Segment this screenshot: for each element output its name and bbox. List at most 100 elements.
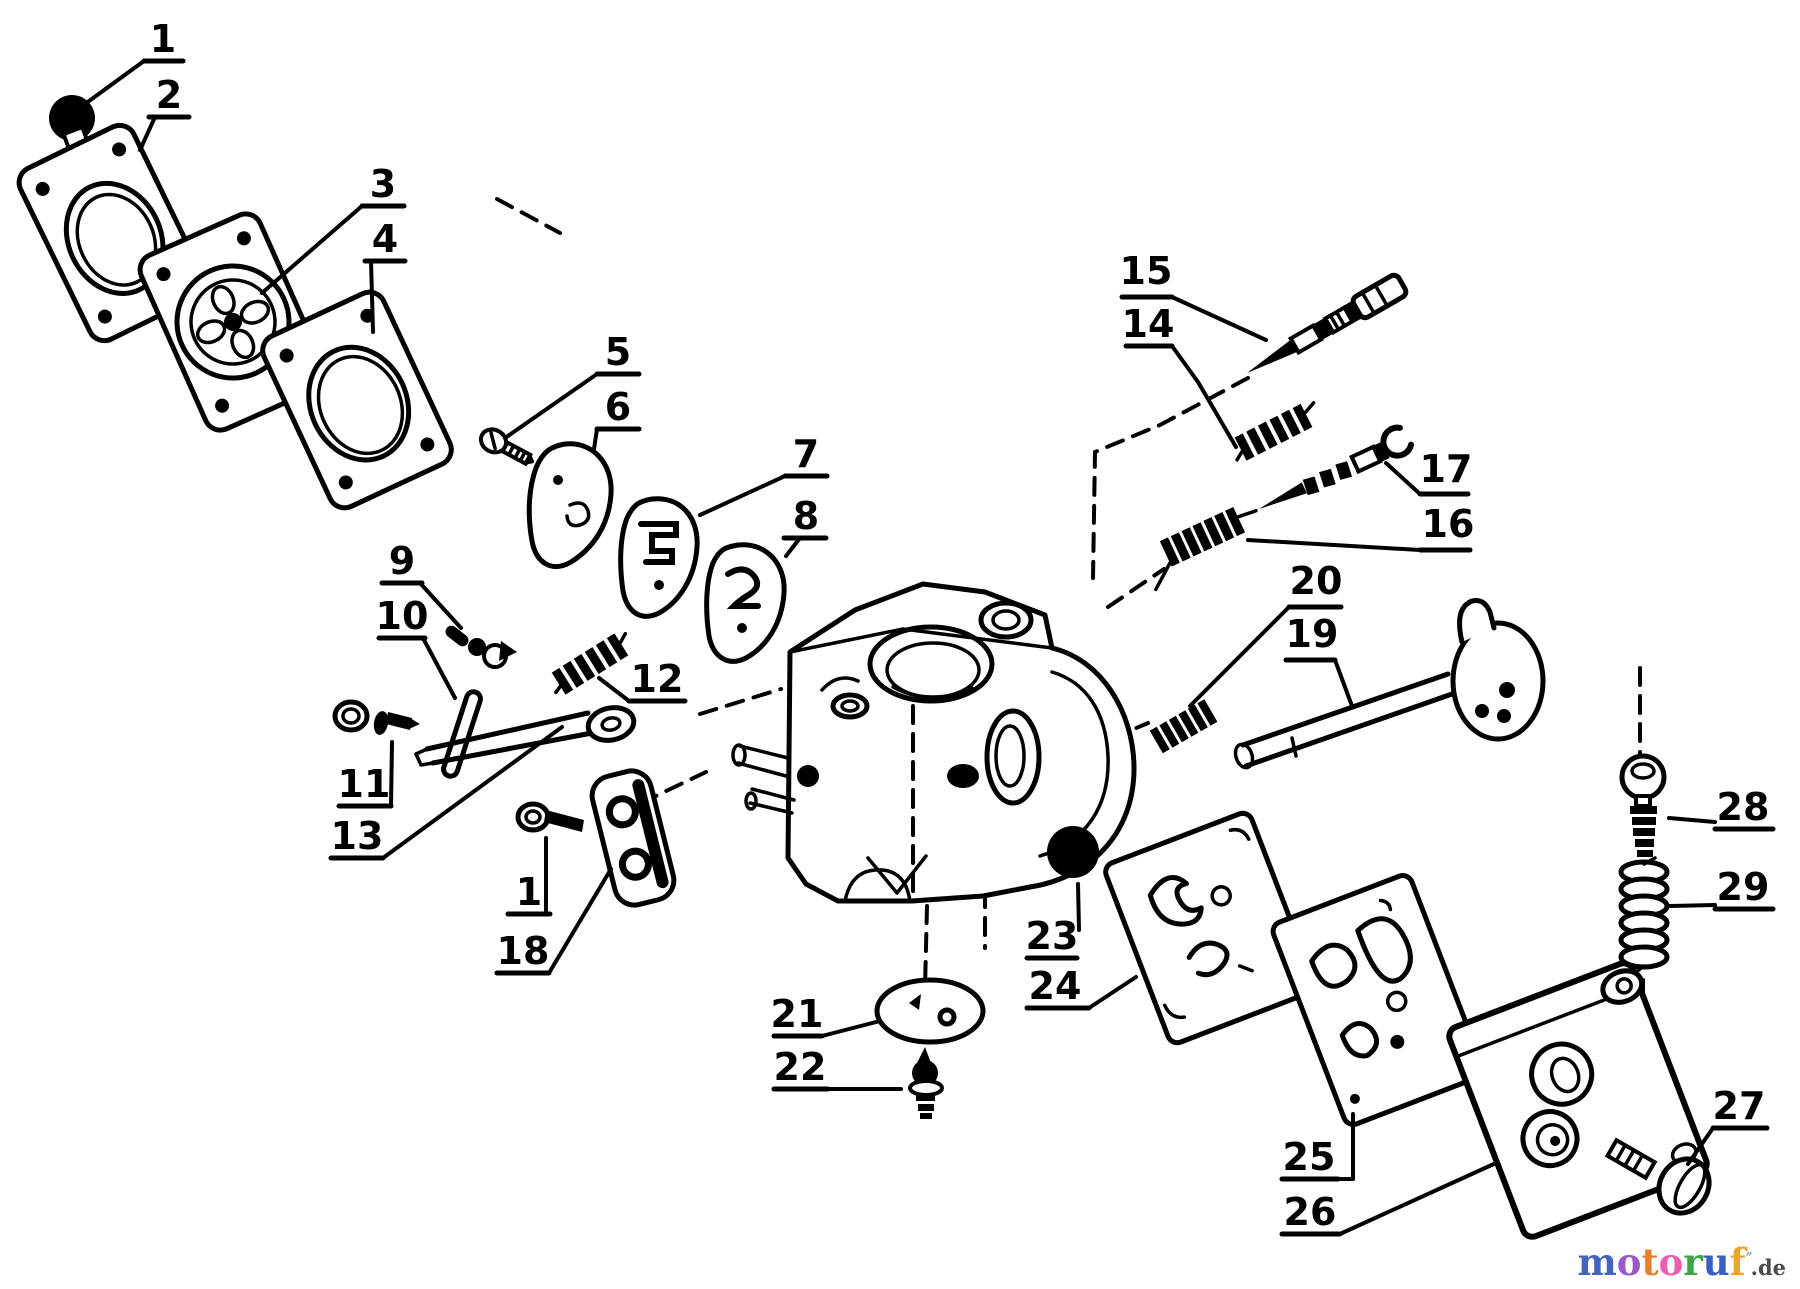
part-15-high-speed-needle — [1247, 272, 1409, 373]
callout-15: 15 — [1119, 249, 1268, 342]
callout-13: 13 — [328, 725, 564, 861]
part-number-label: 11 — [338, 762, 391, 806]
callout-28: 28 — [1667, 785, 1776, 832]
callout-19: 19 — [1283, 612, 1354, 708]
part-number-label: 23 — [1026, 914, 1079, 958]
part-14-needle-spring — [1234, 401, 1316, 462]
part-number-label: 25 — [1283, 1135, 1336, 1179]
callout-1: 1 — [505, 836, 553, 917]
callout-11: 11 — [336, 740, 394, 809]
part-24-metering-plate — [1103, 810, 1317, 1046]
part-12-metering-spring — [551, 631, 629, 695]
part-number-label: 12 — [631, 657, 684, 701]
logo-tm: ’’ — [1745, 1250, 1753, 1266]
callout-27: 27 — [1686, 1084, 1770, 1166]
part-number-label: 22 — [774, 1045, 827, 1089]
part-number-label: 6 — [605, 385, 631, 429]
callout-17: 17 — [1384, 447, 1473, 497]
part-number-label: 24 — [1029, 964, 1082, 1008]
logo-letter: f — [1729, 1240, 1746, 1284]
part-29-spring — [1618, 856, 1670, 974]
callout-18: 18 — [494, 867, 613, 976]
callout-9: 9 — [379, 539, 463, 630]
callout-4: 4 — [362, 217, 408, 334]
part-number-label: 27 — [1713, 1084, 1766, 1128]
part-number-label: 2 — [156, 73, 182, 117]
part-number-label: 5 — [605, 330, 631, 374]
part-number-label: 26 — [1284, 1190, 1337, 1234]
callout-12: 12 — [597, 657, 688, 704]
part-carburetor-body — [731, 581, 1137, 904]
part-number-label: 7 — [793, 432, 819, 476]
part-28-adjustment-screw — [1619, 753, 1667, 857]
part-number-label: 10 — [376, 594, 429, 638]
logo-tld: .de — [1750, 1255, 1786, 1280]
callout-1: 1 — [72, 17, 186, 114]
part-number-label: 1 — [516, 870, 542, 914]
part-number-label: 18 — [497, 929, 550, 973]
part-number-label: 8 — [793, 494, 819, 538]
part-25-diaphragm-gasket — [1270, 873, 1486, 1127]
part-number-label: 16 — [1422, 502, 1475, 546]
part-number-label: 17 — [1420, 447, 1473, 491]
part-4-pump-gasket — [260, 289, 454, 511]
callout-23: 23 — [1024, 882, 1081, 961]
part-27-cover-screw — [1604, 1137, 1712, 1216]
part-13-metering-lever — [414, 705, 637, 767]
callout-5: 5 — [503, 330, 642, 440]
part-16-needle-spring — [1154, 506, 1258, 592]
part-21-disc-plug — [874, 977, 986, 1045]
callout-3: 3 — [260, 162, 407, 295]
part-17-low-speed-needle — [1259, 424, 1415, 509]
part-number-label: 13 — [331, 814, 384, 858]
part-6-valve-flap — [526, 441, 614, 569]
logo-letter: t — [1641, 1240, 1659, 1284]
part-number-label: 15 — [1120, 249, 1173, 293]
logo-letter: m — [1577, 1240, 1617, 1284]
part-10-pivot-pin — [441, 689, 483, 779]
site-logo[interactable]: motoruf’’.de — [1578, 1244, 1786, 1281]
part-number-label: 19 — [1286, 612, 1339, 656]
part-number-label: 28 — [1717, 785, 1770, 829]
callout-7: 7 — [698, 432, 830, 517]
callout-21: 21 — [771, 992, 882, 1039]
callout-29: 29 — [1668, 865, 1776, 912]
logo-letter: o — [1658, 1240, 1684, 1284]
logo-letter: u — [1702, 1240, 1730, 1284]
callout-24: 24 — [1024, 964, 1138, 1011]
callout-10: 10 — [376, 594, 457, 700]
part-5-screw — [478, 427, 535, 467]
callout-20: 20 — [1188, 559, 1344, 708]
part-23-welch-plug — [1047, 826, 1099, 878]
callout-layer: 1234567891011121311814151617192021222324… — [72, 17, 1776, 1237]
part-number-label: 14 — [1122, 302, 1175, 346]
logo-word: motoruf — [1578, 1240, 1746, 1284]
logo-letter: r — [1683, 1240, 1703, 1284]
part-number-label: 21 — [771, 992, 824, 1036]
part-number-label: 29 — [1717, 865, 1770, 909]
part-18-bracket — [589, 768, 677, 908]
part-19-throttle-shaft — [1233, 598, 1546, 770]
callout-22: 22 — [771, 1045, 903, 1092]
part-9-inlet-needle — [445, 625, 517, 669]
callout-14: 14 — [1122, 302, 1238, 449]
callout-2: 2 — [138, 73, 192, 152]
callout-26: 26 — [1279, 1161, 1498, 1237]
part-number-label: 3 — [370, 162, 396, 206]
part-7-valve-flap — [618, 496, 700, 619]
callout-8: 8 — [781, 494, 829, 558]
part-8-valve-flap — [704, 542, 787, 664]
part-1-cover-screw — [515, 801, 584, 833]
callout-16: 16 — [1246, 502, 1475, 553]
part-number-label: 20 — [1290, 559, 1343, 603]
part-22-plug-screw — [908, 1047, 944, 1119]
part-number-label: 9 — [389, 539, 415, 583]
callout-6: 6 — [592, 385, 642, 451]
part-number-label: 4 — [372, 217, 398, 261]
logo-letter: o — [1616, 1240, 1642, 1284]
part-number-label: 1 — [150, 17, 176, 61]
part-11-idle-screw — [332, 699, 420, 735]
part-20-shaft-spring — [1149, 699, 1218, 754]
